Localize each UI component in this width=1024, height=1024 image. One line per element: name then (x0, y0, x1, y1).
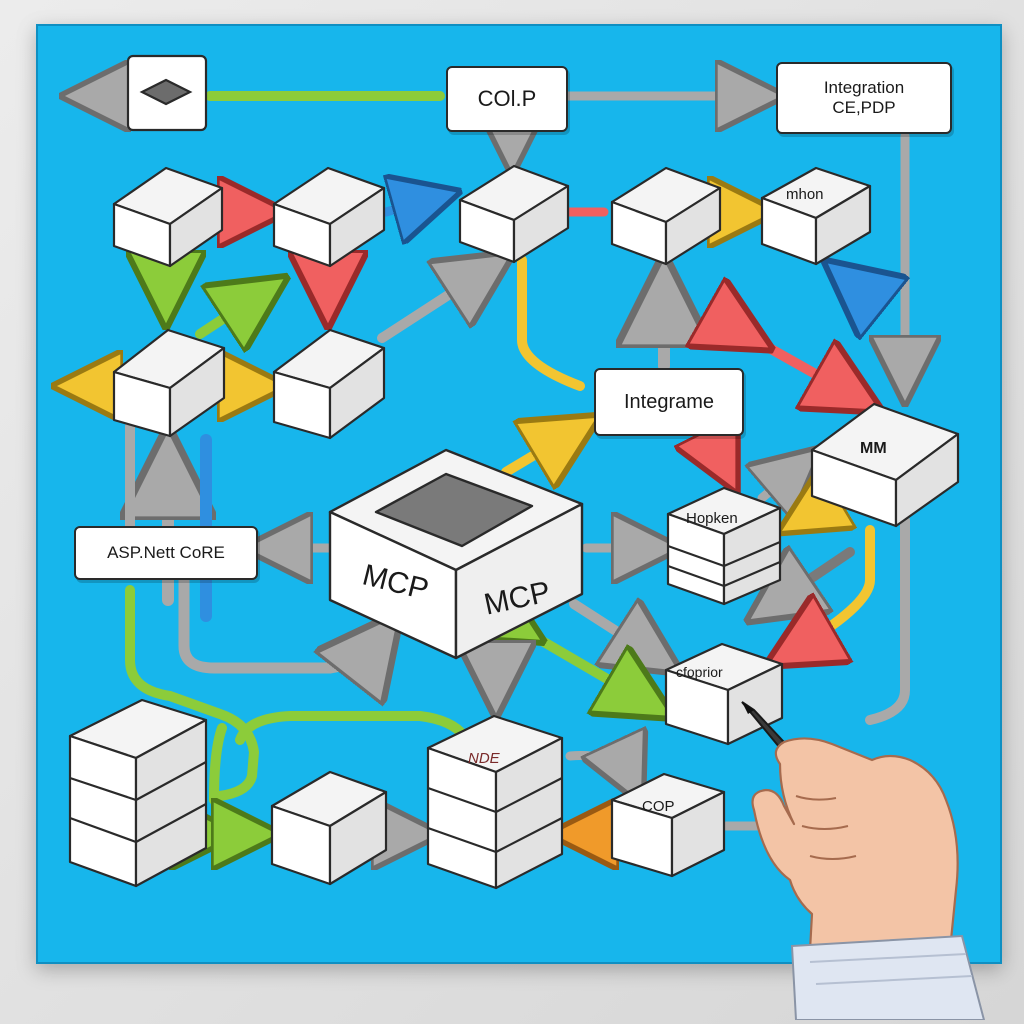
arrow-green-top-to-nde (235, 711, 469, 745)
label-aspnet-text: ASP.Nett CoRE (107, 543, 225, 563)
label-colp-text: COl.P (477, 86, 537, 112)
hand-shape (751, 737, 959, 952)
arrow-gray-from-right (770, 552, 855, 606)
stack-bottom-left (68, 698, 208, 888)
cube-cop (610, 772, 726, 878)
arrow-mm-right-col (865, 515, 910, 725)
label-colp: COl.P (446, 66, 568, 132)
arrow-integrame-to-hopken (722, 436, 726, 470)
arrow-gray-loop-to-mcp (178, 554, 382, 668)
cube-mm (810, 402, 960, 528)
arrow-green-to-coprior (520, 628, 650, 704)
cube-mhon (760, 166, 872, 266)
box-top-left (126, 54, 208, 132)
label-integrame: Integrame (594, 368, 744, 436)
cube-mcp (328, 448, 584, 660)
cube-mhon-label: mhon (786, 186, 824, 203)
arrow-blue-to-mhon (846, 278, 876, 302)
arrow-mcp-to-coprior (569, 604, 658, 658)
arrow-yellow-mm-down (790, 525, 875, 652)
cube-r2-3 (458, 164, 570, 264)
arrow-cube2-cube3 (381, 198, 436, 212)
arrow-yellow-small (800, 502, 830, 520)
arrow-gray-to-mm (762, 464, 802, 498)
hand-with-pen-illustration (741, 701, 986, 1020)
cube-r3-1 (112, 328, 226, 438)
cube-coprior (664, 642, 784, 746)
arrow-green-curve-down (209, 723, 227, 805)
cube-r2-1 (112, 166, 224, 268)
arrow-red-double (748, 336, 858, 398)
arrow-yellow-curve (517, 255, 585, 391)
cube-coprior-label: cfoprior (676, 664, 723, 680)
label-integrame-text: Integrame (623, 390, 715, 413)
arrow-gray-diag (377, 268, 490, 343)
cube-r3-2 (272, 328, 386, 440)
stack-nde (426, 714, 564, 890)
arrow-green-diag (195, 292, 264, 334)
stack-hopken-label: Hopken (686, 510, 738, 527)
stack-hopken (666, 486, 782, 606)
cube-cop-label: COP (642, 798, 675, 815)
label-integration-line1: Integration (823, 78, 905, 98)
cube-mm-label: MM (860, 440, 887, 457)
shirt-sleeve (790, 934, 986, 1020)
arrow-nde-to-cop (565, 756, 632, 782)
stack-nde-label: NDE (468, 750, 500, 767)
label-integration-line2: CE,PDP (832, 98, 896, 117)
arrow-green-left-col (125, 585, 259, 801)
arrow-yellow-to-integrame (501, 430, 576, 472)
cube-r2-2 (272, 166, 386, 268)
diamond-icon (139, 78, 193, 106)
label-integration: Integration CE,PDP (776, 62, 952, 134)
cube-r2-4 (610, 166, 722, 266)
cube-bottom-middle (270, 770, 388, 886)
label-aspnet: ASP.Nett CoRE (74, 526, 258, 580)
